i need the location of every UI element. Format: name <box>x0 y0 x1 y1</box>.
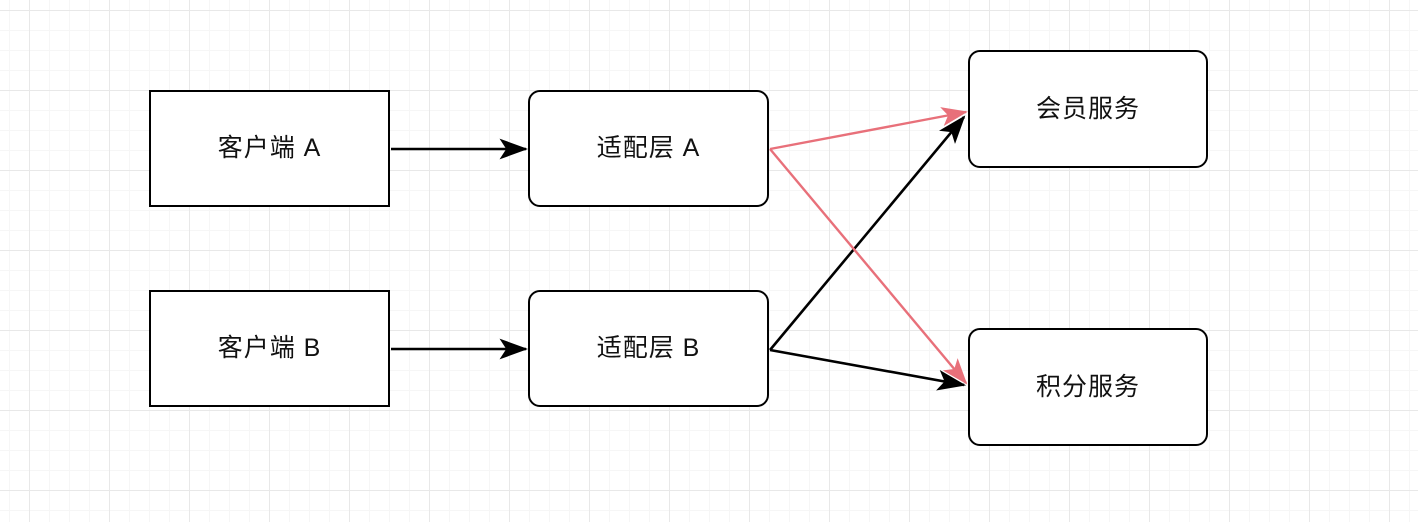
edge-adapter-a-to-points-service <box>769 148 968 385</box>
node-member-service-label: 会员服务 <box>1035 94 1140 123</box>
node-client-b-label: 客户端 B <box>217 334 322 362</box>
node-adapter-a-label: 适配层 A <box>596 134 701 162</box>
node-client-b[interactable]: 客户端 B <box>149 290 390 407</box>
node-client-a-label: 客户端 A <box>217 134 322 162</box>
node-points-service-label: 积分服务 <box>1035 372 1140 401</box>
node-adapter-a[interactable]: 适配层 A <box>528 90 769 207</box>
node-points-service[interactable]: 积分服务 <box>968 328 1208 446</box>
edge-adapter-b-to-points-service <box>769 348 967 391</box>
node-adapter-b[interactable]: 适配层 B <box>528 290 769 407</box>
edge-adapter-a-to-member-service <box>769 107 968 151</box>
edge-adapter-b-to-member-service <box>769 115 966 351</box>
node-adapter-b-label: 适配层 B <box>596 334 701 362</box>
node-client-a[interactable]: 客户端 A <box>149 90 390 207</box>
node-member-service[interactable]: 会员服务 <box>968 50 1208 168</box>
